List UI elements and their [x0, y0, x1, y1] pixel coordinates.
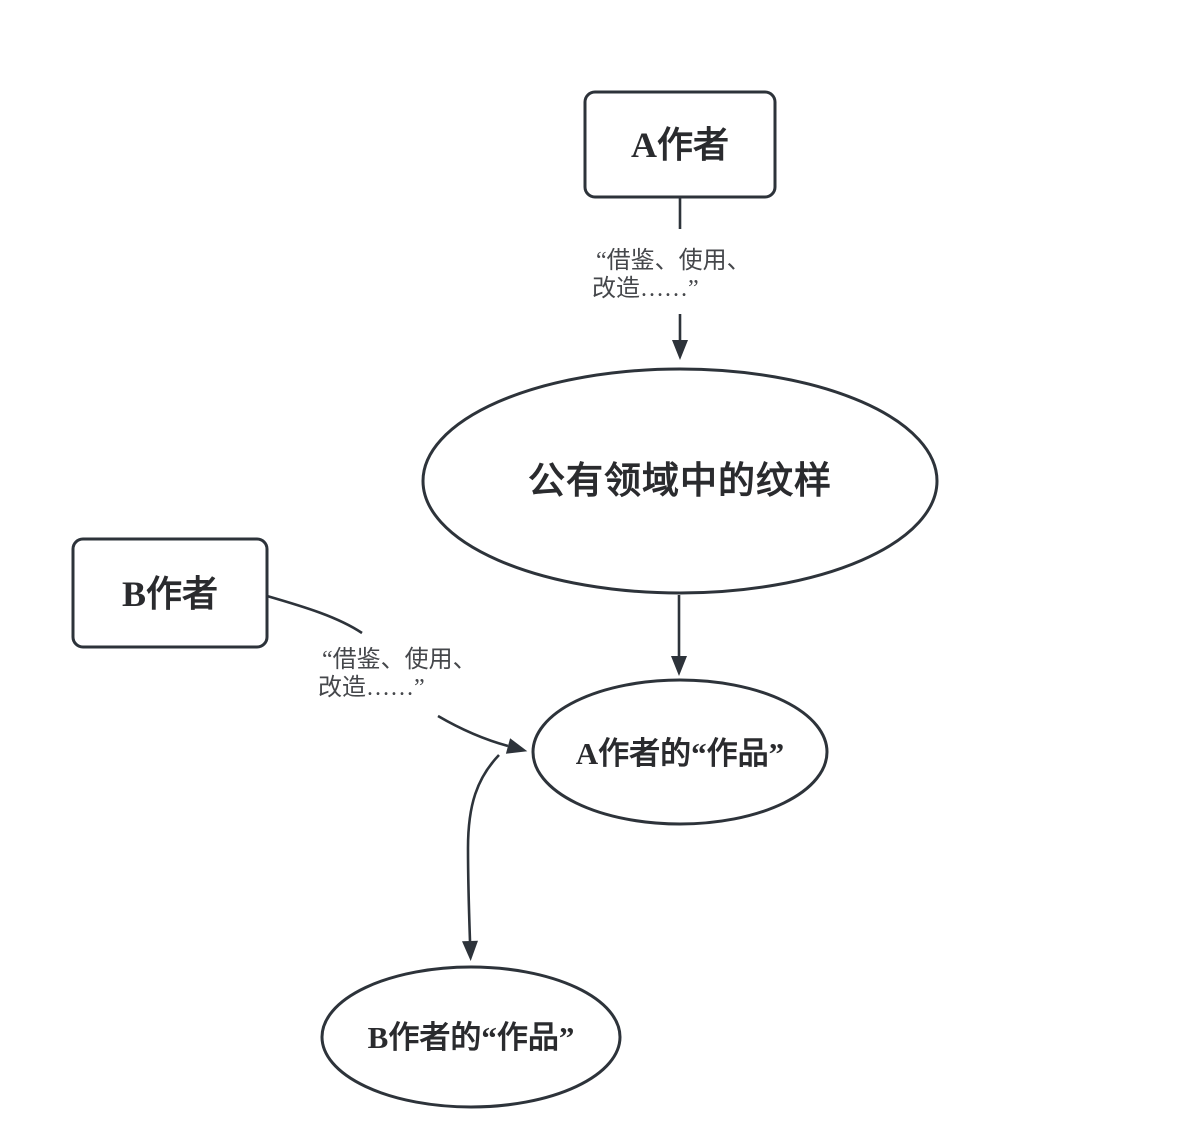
node-author-b-box: [71, 537, 269, 649]
edge-a-work-to-b-work-line: [462, 754, 500, 961]
node-public-domain-pattern: 公有领域中的纹样: [421, 367, 939, 595]
edge-b-to-a-work-segment-start: [266, 594, 363, 635]
node-author-b-work: B作者的“作品”: [320, 965, 622, 1109]
node-author-a: A作者: [583, 90, 777, 199]
node-author-a-work: A作者的“作品”: [531, 678, 829, 826]
edge-b-to-a-work-label-line2: 改造……”: [318, 674, 425, 701]
edge-b-to-a-work-segment-end: [437, 714, 528, 754]
edge-a-work-to-b-work: [462, 754, 500, 961]
edge-a-to-pattern-label-line1: “借鉴、使用、: [596, 247, 751, 274]
node-author-a-work-label: A作者的“作品”: [576, 736, 784, 771]
node-author-b-work-label: B作者的“作品”: [368, 1020, 575, 1055]
edge-a-to-pattern-label-line2: 改造……”: [592, 275, 699, 302]
edge-a-to-pattern: “借鉴、使用、 改造……”: [592, 198, 751, 360]
edge-b-to-a-work-label-line1: “借鉴、使用、: [322, 646, 477, 673]
node-author-a-box: [583, 90, 777, 199]
node-author-a-label: A作者: [631, 125, 729, 165]
node-author-a-work-ellipse: [531, 678, 829, 826]
node-author-b-work-ellipse: [320, 965, 622, 1109]
node-author-b: B作者: [71, 537, 269, 649]
node-author-b-label: B作者: [122, 574, 218, 614]
edge-b-to-a-work: “借鉴、使用、 改造……”: [266, 594, 528, 754]
node-public-domain-pattern-label: 公有领域中的纹样: [528, 460, 832, 502]
node-public-domain-pattern-ellipse: [421, 367, 939, 595]
